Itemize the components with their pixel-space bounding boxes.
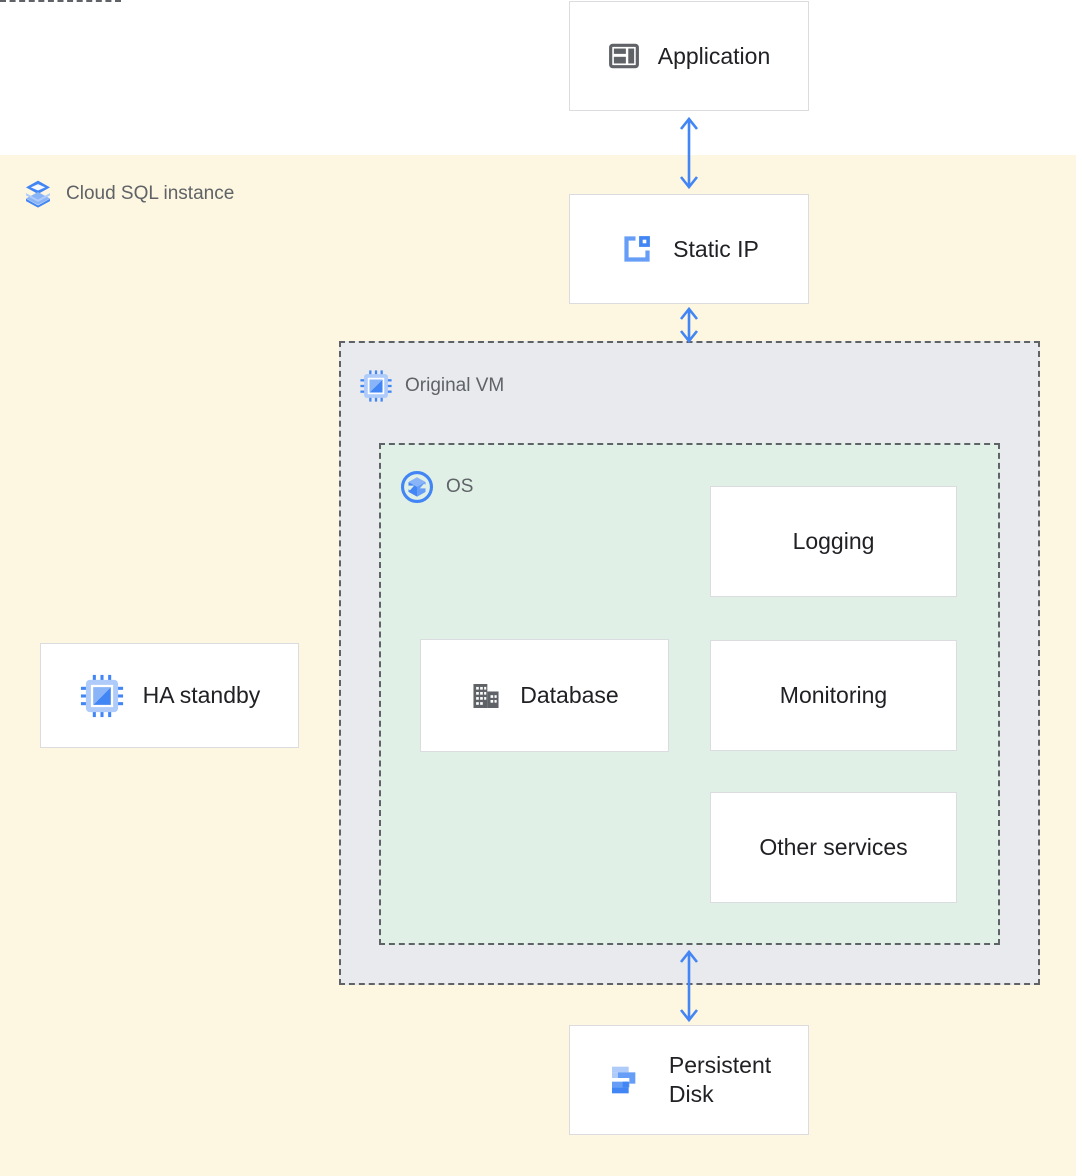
cloud-sql-instance-label-group: Cloud SQL instance bbox=[22, 178, 234, 210]
node-other-services-label: Other services bbox=[759, 834, 908, 861]
cloud-sql-instance-label: Cloud SQL instance bbox=[66, 183, 235, 204]
node-persistent-disk-label-line2: Disk bbox=[668, 1081, 714, 1107]
connector-vm-to-persistent-disk bbox=[672, 946, 706, 1028]
cloud-sql-stack-icon bbox=[22, 178, 54, 210]
node-monitoring-label: Monitoring bbox=[779, 682, 888, 709]
connector-static-ip-to-vm bbox=[672, 305, 706, 345]
node-ha-standby-label: HA standby bbox=[142, 682, 261, 709]
node-persistent-disk-label: Persistent Disk bbox=[669, 1051, 771, 1109]
node-logging[interactable]: Logging bbox=[710, 486, 957, 597]
static-ip-icon bbox=[619, 231, 655, 267]
node-application[interactable]: Application bbox=[569, 1, 809, 111]
os-label: OS bbox=[446, 476, 474, 497]
vm-chip-icon bbox=[359, 369, 393, 403]
database-building-icon bbox=[470, 680, 502, 712]
web-layout-icon bbox=[608, 40, 640, 72]
node-static-ip-label: Static IP bbox=[673, 235, 759, 262]
os-disc-icon bbox=[400, 470, 434, 504]
connector-ha-standby-to-database bbox=[0, 0, 121, 2]
node-application-label: Application bbox=[657, 42, 771, 69]
os-label-group: OS bbox=[400, 470, 473, 504]
node-database-label: Database bbox=[520, 682, 619, 709]
node-ha-standby[interactable]: HA standby bbox=[40, 643, 299, 748]
node-persistent-disk[interactable]: Persistent Disk bbox=[569, 1025, 809, 1135]
node-database[interactable]: Database bbox=[420, 639, 669, 752]
vm-chip-icon bbox=[79, 673, 125, 719]
node-logging-label: Logging bbox=[792, 528, 875, 555]
original-vm-label-group: Original VM bbox=[359, 369, 504, 403]
node-static-ip[interactable]: Static IP bbox=[569, 194, 809, 304]
node-persistent-disk-label-line1: Persistent bbox=[668, 1052, 772, 1079]
node-monitoring[interactable]: Monitoring bbox=[710, 640, 957, 751]
persistent-disk-icon bbox=[607, 1060, 647, 1100]
original-vm-label: Original VM bbox=[405, 375, 505, 396]
node-other-services[interactable]: Other services bbox=[710, 792, 957, 903]
connector-application-to-static-ip bbox=[672, 111, 706, 195]
